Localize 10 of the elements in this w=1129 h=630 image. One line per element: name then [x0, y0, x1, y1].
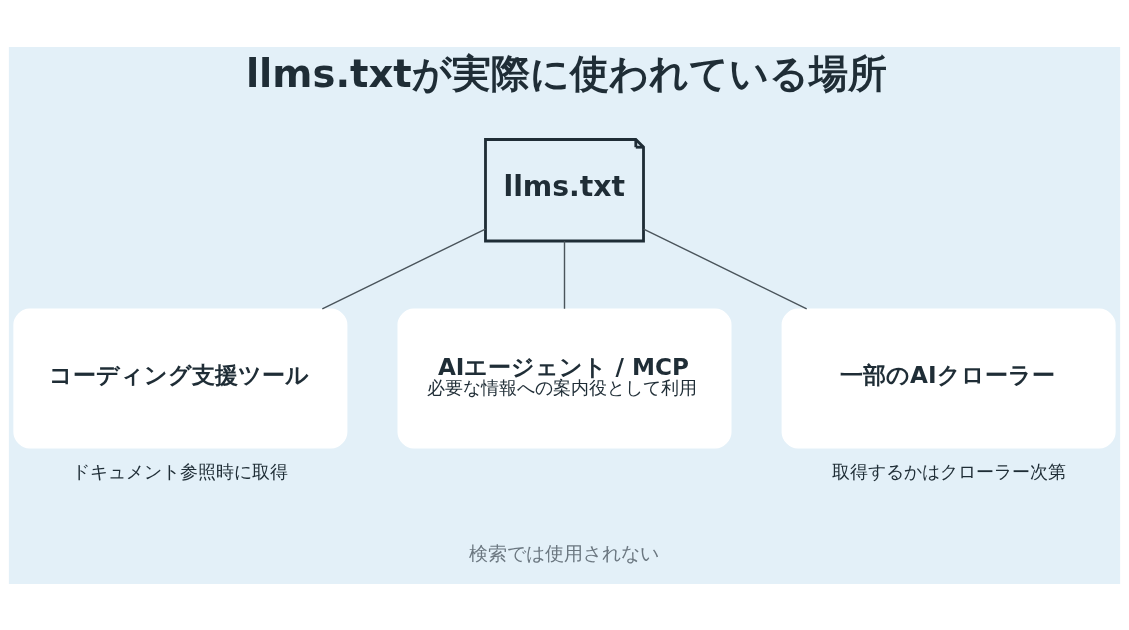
connector: [642, 227, 808, 310]
node-label: ドキュメント参照時に取得: [72, 460, 289, 482]
connector: [321, 227, 487, 310]
node-label: 取得するかはクローラー次第: [831, 460, 1066, 482]
connector: [563, 239, 566, 309]
diagram-title: llms.txtが実際に使われている場所: [245, 50, 887, 96]
caption: 検索では使用されない: [469, 541, 660, 565]
node-box: コーディング支援ツール: [13, 307, 348, 448]
node-box: 一部のAIクローラー: [781, 307, 1116, 448]
node-box: AIエージェント / MCP 必要な情報への案内役として利用: [397, 307, 732, 448]
